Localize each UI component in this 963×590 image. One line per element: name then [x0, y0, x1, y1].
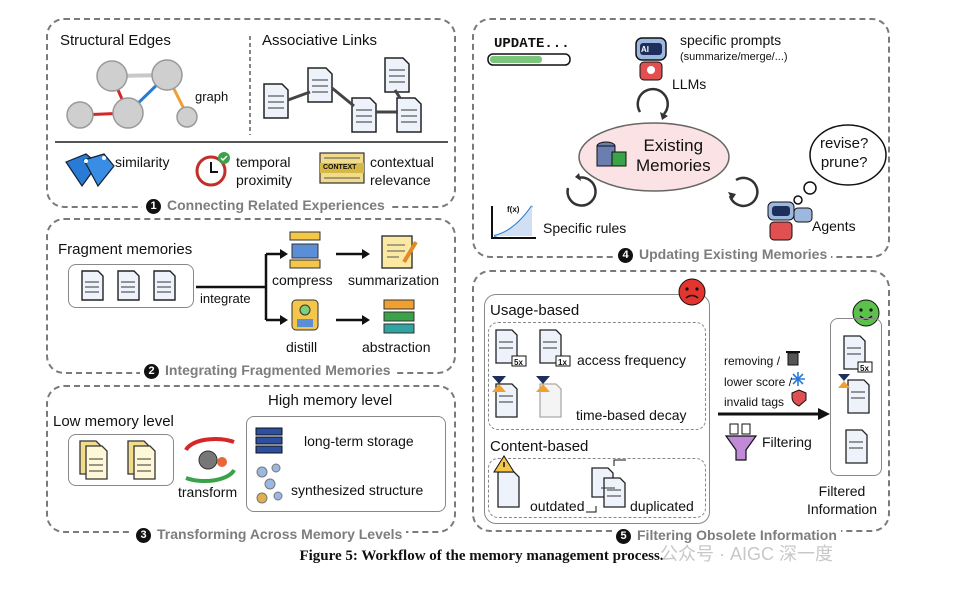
existing-memories-ellipse	[578, 122, 730, 192]
high-memory-box	[246, 416, 446, 512]
duplicated-label: duplicated	[630, 498, 694, 514]
compress-icon	[289, 231, 321, 269]
clock-icon	[195, 152, 230, 187]
associative-links-label: Associative Links	[262, 32, 378, 49]
content-box	[488, 458, 706, 518]
semantic-similarity-label: similarity	[115, 154, 170, 170]
low-memory-label: Low memory level	[53, 413, 174, 430]
long-term-storage-label: long-term storage	[304, 433, 414, 449]
transform-label: transform	[178, 484, 238, 500]
cycle-arrow	[566, 176, 597, 207]
chain-icon	[287, 86, 402, 114]
summarization-icon	[381, 235, 418, 269]
figure-caption: Figure 5: Workflow of the memory managem…	[299, 548, 664, 564]
database-icon	[596, 141, 627, 167]
agents-label: Agents	[812, 218, 856, 234]
time-decay-label: time-based decay	[576, 407, 687, 423]
distill-label: distill	[286, 339, 318, 355]
lower-score-label: lower score /	[724, 375, 793, 389]
graph-node	[66, 101, 94, 129]
llm-robot-icon	[635, 37, 667, 81]
snowflake-icon	[791, 372, 805, 386]
graph-label: graph	[195, 89, 229, 104]
filtered-box	[830, 318, 882, 476]
summarization-label: summarization	[348, 272, 440, 288]
tag-icon	[65, 153, 115, 188]
cycle-arrow	[728, 176, 759, 208]
high-memory-label: High memory level	[268, 392, 393, 409]
low-memory-box	[68, 434, 174, 486]
ai-badge: AI	[641, 45, 649, 54]
happy-face-icon	[852, 299, 880, 327]
badge-1x: 1x	[558, 358, 567, 367]
shield-icon	[791, 389, 807, 407]
distill-icon	[291, 299, 319, 331]
revise-prune-label: revise?prune?	[820, 135, 869, 171]
thought-bubble	[793, 124, 887, 205]
graph-node	[112, 97, 144, 129]
funnel-icon	[724, 423, 758, 461]
server-icon	[255, 427, 283, 454]
outdated-label: outdated	[530, 498, 585, 514]
criteria-box	[484, 294, 710, 524]
context-icon	[319, 152, 365, 184]
invalid-tags-label: invalid tags	[724, 395, 785, 409]
graph-node	[96, 60, 128, 92]
graph-node	[176, 106, 198, 128]
sad-face-icon	[678, 278, 706, 306]
filtered-badge-5x: 5x	[860, 364, 869, 373]
compress-label: compress	[272, 272, 333, 288]
fragment-box	[68, 264, 194, 308]
graph-node	[151, 59, 183, 91]
filtering-label: Filtering	[762, 434, 812, 450]
usage-box	[488, 322, 706, 430]
synthesized-structure-label: synthesized structure	[291, 482, 424, 498]
transform-icon	[184, 436, 236, 484]
agents-icon	[767, 201, 813, 241]
integrate-label: integrate	[200, 291, 251, 306]
usage-based-label: Usage-based	[490, 302, 580, 319]
function-chart-icon	[491, 205, 536, 239]
network-icon	[256, 463, 283, 504]
abstraction-label: abstraction	[362, 339, 431, 355]
specific-rules-label: Specific rules	[543, 220, 627, 236]
cycle-arrow	[636, 87, 669, 115]
llms-label: LLMs	[672, 76, 707, 92]
warning-icon	[493, 455, 515, 473]
prompts-detail-label: (summarize/merge/...)	[680, 51, 788, 63]
badge-5x: 5x	[514, 358, 523, 367]
fragment-memories-label: Fragment memories	[58, 241, 193, 258]
trash-icon	[786, 351, 800, 366]
removing-label: removing /	[724, 354, 781, 368]
update-label: UPDATE...	[494, 36, 570, 52]
structural-edges-label: Structural Edges	[60, 32, 171, 49]
content-based-label: Content-based	[490, 438, 589, 455]
watermark: 公众号 · AIGC 深一度	[660, 544, 834, 564]
specific-prompts-label: specific prompts	[680, 32, 782, 48]
context-tag-text: CONTEXT	[323, 164, 357, 171]
hourglass-icon	[492, 376, 550, 392]
fx-label: f(x)	[507, 205, 520, 214]
abstraction-icon	[383, 299, 415, 334]
access-frequency-label: access frequency	[577, 352, 686, 368]
